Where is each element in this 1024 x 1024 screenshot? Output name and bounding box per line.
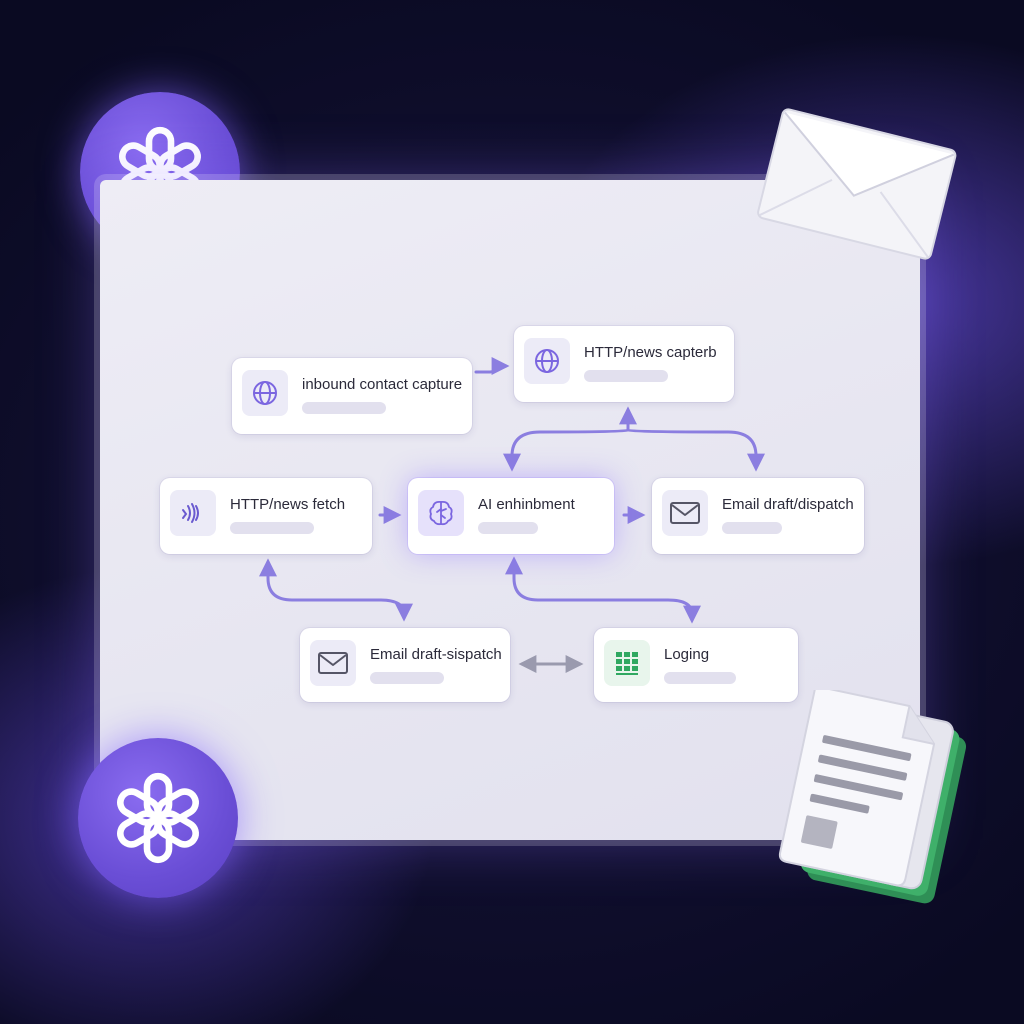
node-icon-box [310,640,356,686]
document-stack-icon [778,690,967,904]
node-icon-box [418,490,464,536]
spreadsheet-icon [616,652,638,675]
envelope-icon [757,108,957,260]
node-icon-box [662,490,708,536]
node-label: inbound contact capture [302,376,463,393]
node-http-news-fetch[interactable]: HTTP/news fetch [160,478,372,554]
placeholder-bar [584,370,668,382]
node-icon-box [170,490,216,536]
globe-icon [535,349,559,373]
node-icon-box [604,640,650,686]
placeholder-bar [664,672,736,684]
node-label: HTTP/news capterb [584,344,717,361]
node-inbound-contact-capture[interactable]: inbound contact capture [232,358,472,434]
node-icon-box [524,338,570,384]
placeholder-bar [230,522,314,534]
node-label: HTTP/news fetch [230,496,346,513]
placeholder-bar [722,522,782,534]
node-icon-box [242,370,288,416]
globe-icon [253,381,277,405]
node-label: Email draft/dispatch [722,496,854,513]
mail-icon [318,652,348,674]
placeholder-bar [302,402,386,414]
node-label: Loging [664,646,710,663]
node-ai-enhancement[interactable]: AI enhinbment [408,478,614,554]
node-email-dispatch-right[interactable]: Email draft/dispatch [652,478,864,554]
openai-knot-icon [117,772,199,864]
node-logging[interactable]: Loging [594,628,798,702]
node-label: AI enhinbment [478,496,575,513]
brain-icon [429,500,453,526]
node-http-news-capture[interactable]: HTTP/news capterb [514,326,734,402]
mail-icon [670,502,700,524]
openai-badge-bottom [78,738,238,898]
placeholder-bar [370,672,444,684]
node-label: Email draft-sispatch [370,646,502,663]
node-email-dispatch-bottom[interactable]: Email draft-sispatch [300,628,510,702]
placeholder-bar [478,522,538,534]
signal-icon [182,503,199,523]
